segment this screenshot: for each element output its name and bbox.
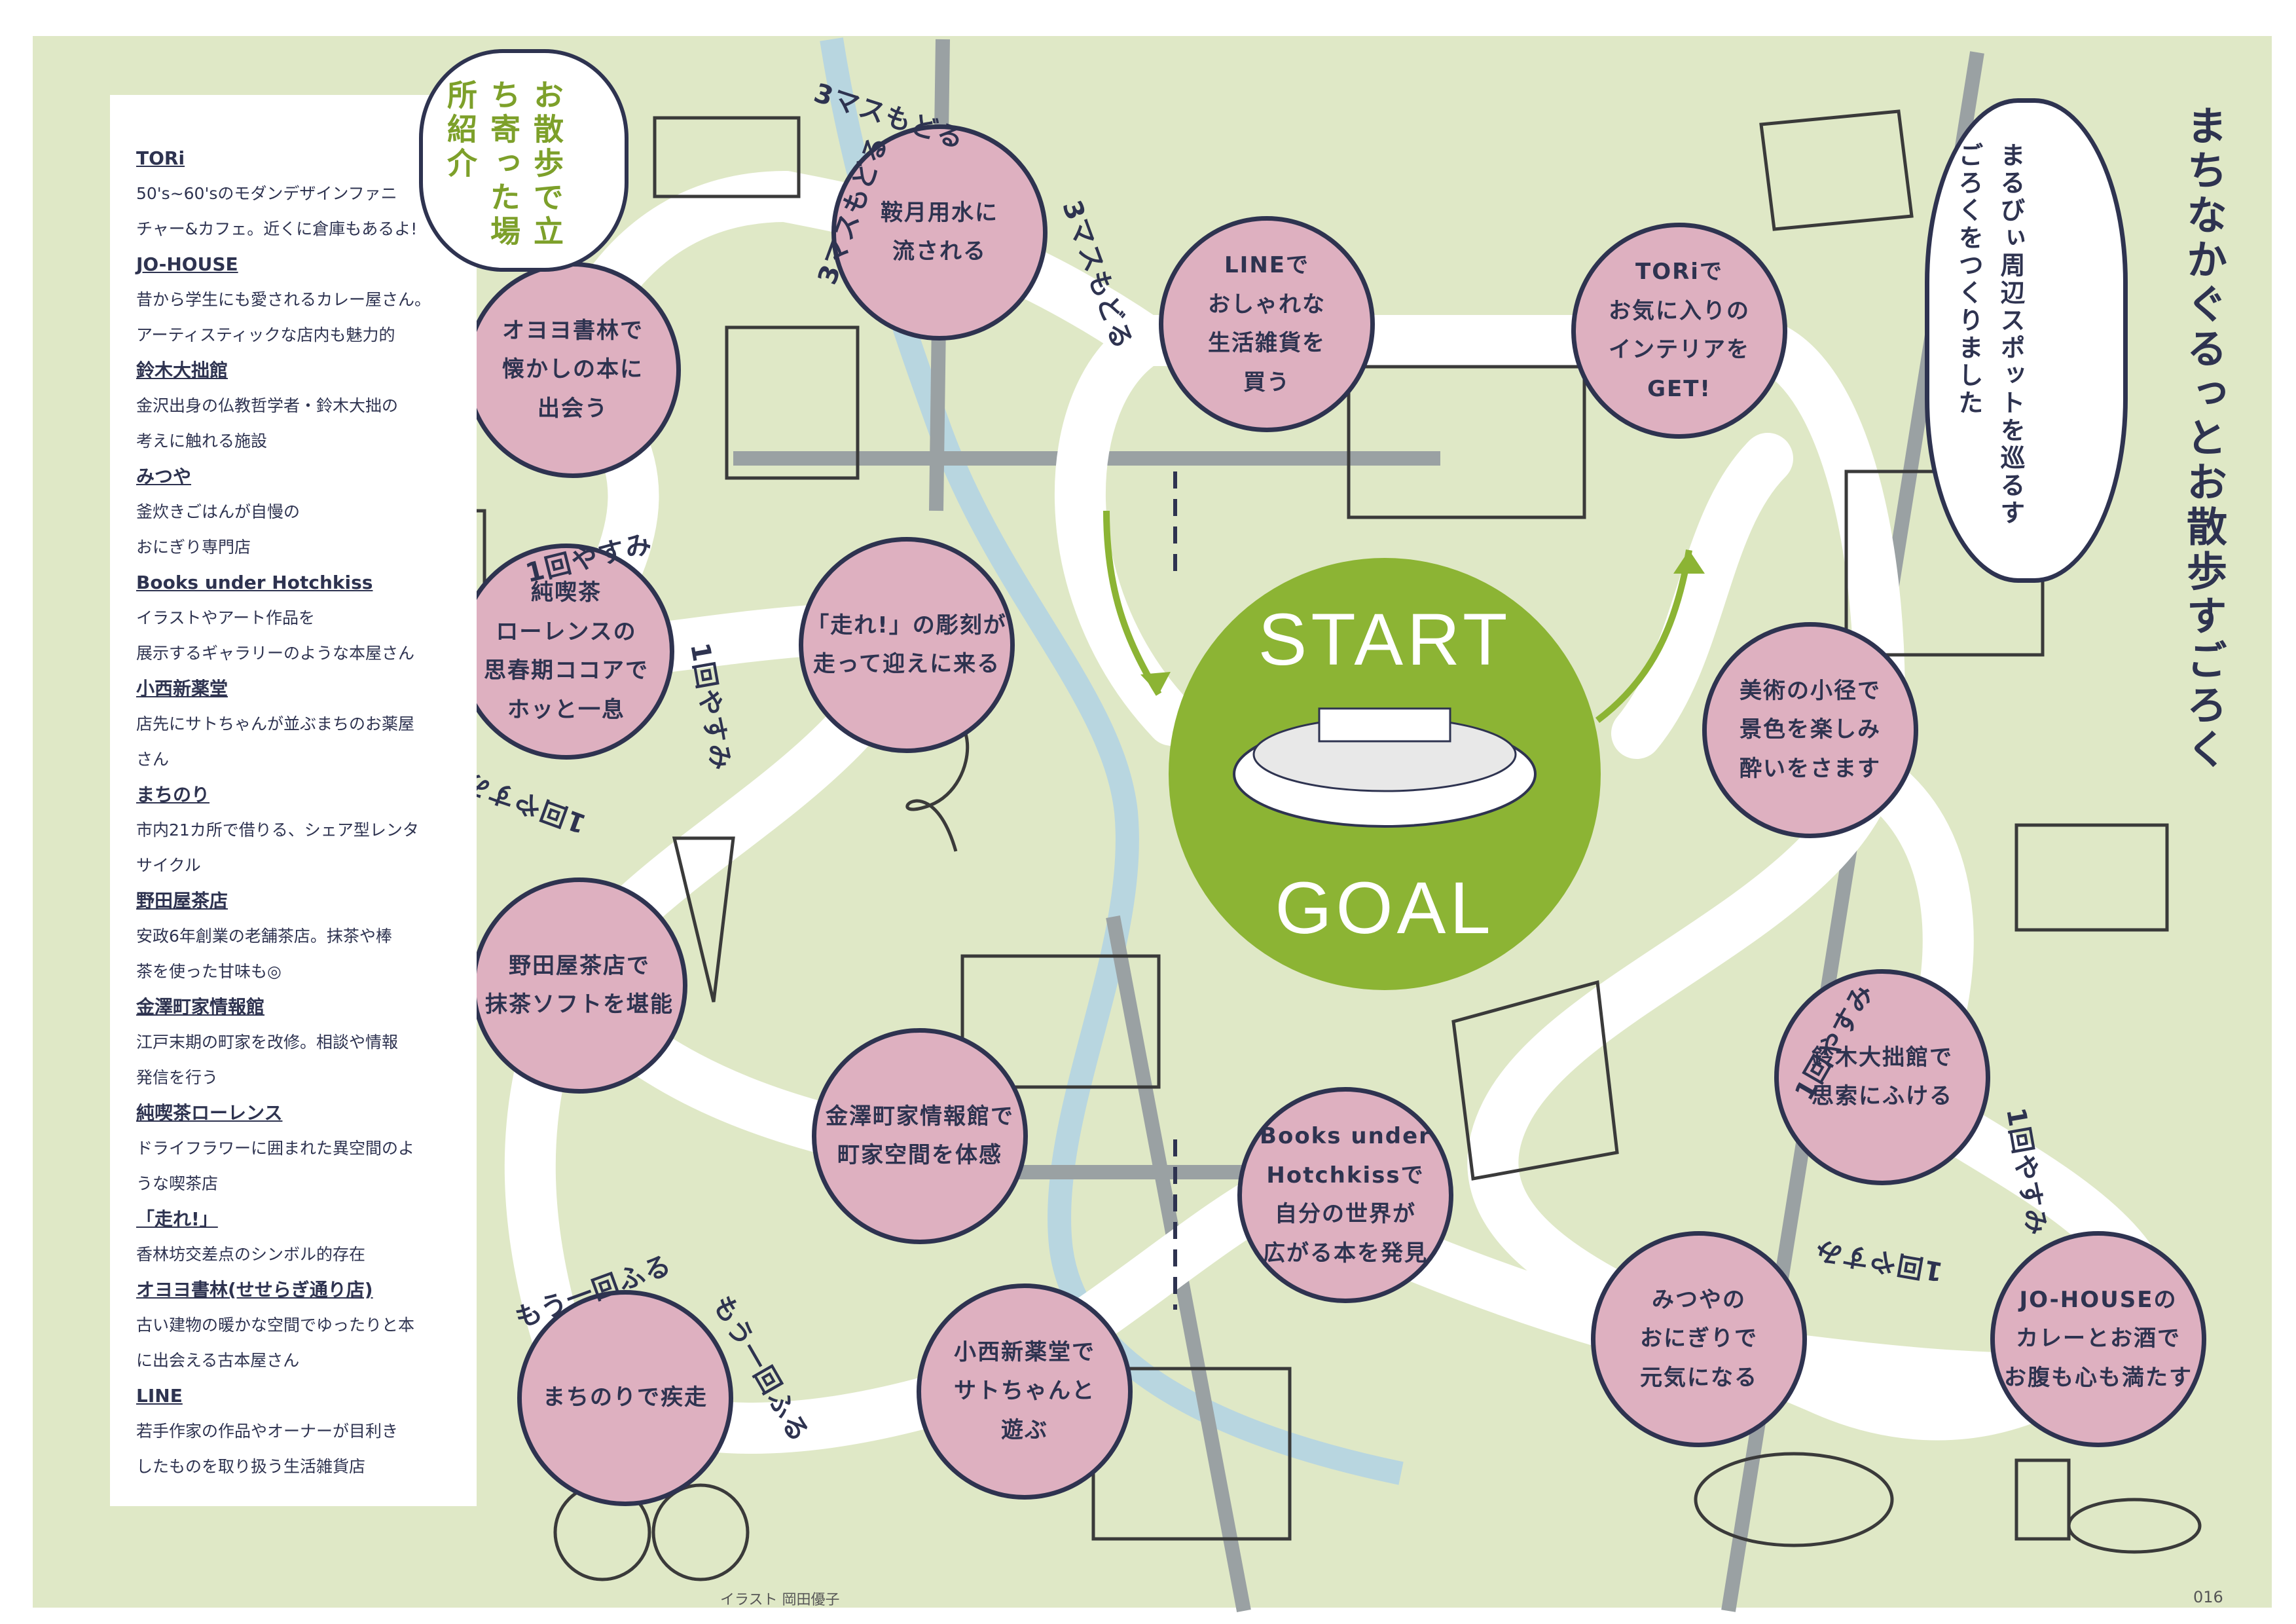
page-number: 016 [2193, 1588, 2223, 1606]
legend-item: みつや釜炊きごはんが自慢の おにぎり専門店 [136, 466, 301, 557]
square-hashire[interactable]: 「走れ!」の彫刻が 走って迎えに来る [799, 537, 1015, 753]
square-machiya[interactable]: 金澤町家情報館で 町家空間を体感 [812, 1028, 1028, 1244]
canal-sketch [725, 325, 860, 480]
square-line[interactable]: LINEで おしゃれな 生活雑貨を 買う [1159, 216, 1375, 432]
legend-item: オヨヨ書林(せせらぎ通り店)古い建物の暖かな空間でゆったりと本 に出会える古本屋… [136, 1279, 415, 1370]
square-machinori[interactable]: まちのりで疾走 [517, 1290, 733, 1506]
legend-item: 金澤町家情報館江戸末期の町家を改修。相談や情報 発信を行う [136, 996, 399, 1087]
books-sketch [653, 116, 801, 198]
start-label: START [1258, 599, 1512, 680]
square-kuragetsu[interactable]: 鞍月用水に 流される [831, 124, 1048, 341]
stopover-heading-bubble: お散歩で立ち寄った場所紹介 [419, 49, 629, 272]
square-tori[interactable]: TORiで お気に入りの インテリアを GET! [1571, 223, 1787, 439]
legend-item: 「走れ!」香林坊交差点のシンボル的存在 [136, 1208, 366, 1264]
goal-arrow [1595, 549, 1692, 723]
bicycle-wheel [651, 1483, 750, 1581]
museum-illustration [1233, 707, 1537, 828]
square-mitsuya[interactable]: みつやの おにぎりで 元気になる [1591, 1231, 1807, 1447]
page-title: まちなかぐるっとお散歩すごろく [2179, 105, 2227, 773]
legend-item: 小西新薬堂店先にサトちゃんが並ぶまちのお薬屋 さん [136, 678, 415, 769]
start-arrowhead [1140, 672, 1171, 694]
curry-sketch [2067, 1498, 2202, 1554]
legend-item: 鈴木大拙館金沢出身の仏教哲学者・鈴木大拙の 考えに触れる施設 [136, 360, 399, 451]
machiya-sketch [960, 954, 1161, 1089]
softcream-sketch [672, 836, 735, 1003]
square-oyoyo[interactable]: オヨヨ書林で 懐かしの本に 出会う [465, 262, 681, 478]
illustration-credit: イラスト 岡田優子 [720, 1592, 840, 1608]
square-suzuki[interactable]: 鈴木大拙館で 思索にふける [1774, 969, 1990, 1185]
legend-item: 野田屋茶店安政6年創業の老舗茶店。抹茶や棒 茶を使った甘味も◎ [136, 890, 392, 981]
museum-sketch [2014, 823, 2169, 932]
page-subtitle: まるびぃ周辺スポットを巡るすごろくをつくりました [1954, 142, 2025, 527]
drink-sketch [2014, 1458, 2071, 1541]
goal-arrowhead [1673, 550, 1705, 574]
start-goal-hub[interactable]: START GOAL [1169, 558, 1601, 990]
square-books[interactable]: Books under Hotchkissで 自分の世界が 広がる本を発見 [1237, 1087, 1453, 1303]
legend-item: まちのり市内21カ所で借りる、シェア型レンタ サイクル [136, 784, 419, 875]
square-johouse[interactable]: JO-HOUSEの カレーとお酒で お腹も心も満たす [1990, 1231, 2206, 1447]
stopover-heading: お散歩で立ち寄った場所紹介 [443, 79, 564, 249]
square-bijutsu[interactable]: 美術の小径で 景色を楽しみ 酔いをさます [1702, 622, 1918, 838]
subtitle-bubble: まるびぃ周辺スポットを巡るすごろくをつくりました [1925, 98, 2128, 583]
building-sketch [1347, 365, 1586, 519]
onigiri-sketch [1694, 1452, 1894, 1547]
square-lawrence[interactable]: 純喫茶 ローレンスの 思春期ココアで ホッと一息 [458, 544, 674, 760]
open-book-sketch [1451, 980, 1619, 1181]
start-arrow [1103, 510, 1162, 696]
mug-sketch [1759, 109, 1914, 231]
legend-item: 純喫茶ローレンスドライフラワーに囲まれた異空間のよ うな喫茶店 [136, 1102, 415, 1193]
square-konishi[interactable]: 小西新薬堂で サトちゃんと 遊ぶ [917, 1283, 1133, 1500]
goal-label: GOAL [1275, 867, 1495, 949]
square-nodaya[interactable]: 野田屋茶店で 抹茶ソフトを堪能 [471, 877, 687, 1094]
